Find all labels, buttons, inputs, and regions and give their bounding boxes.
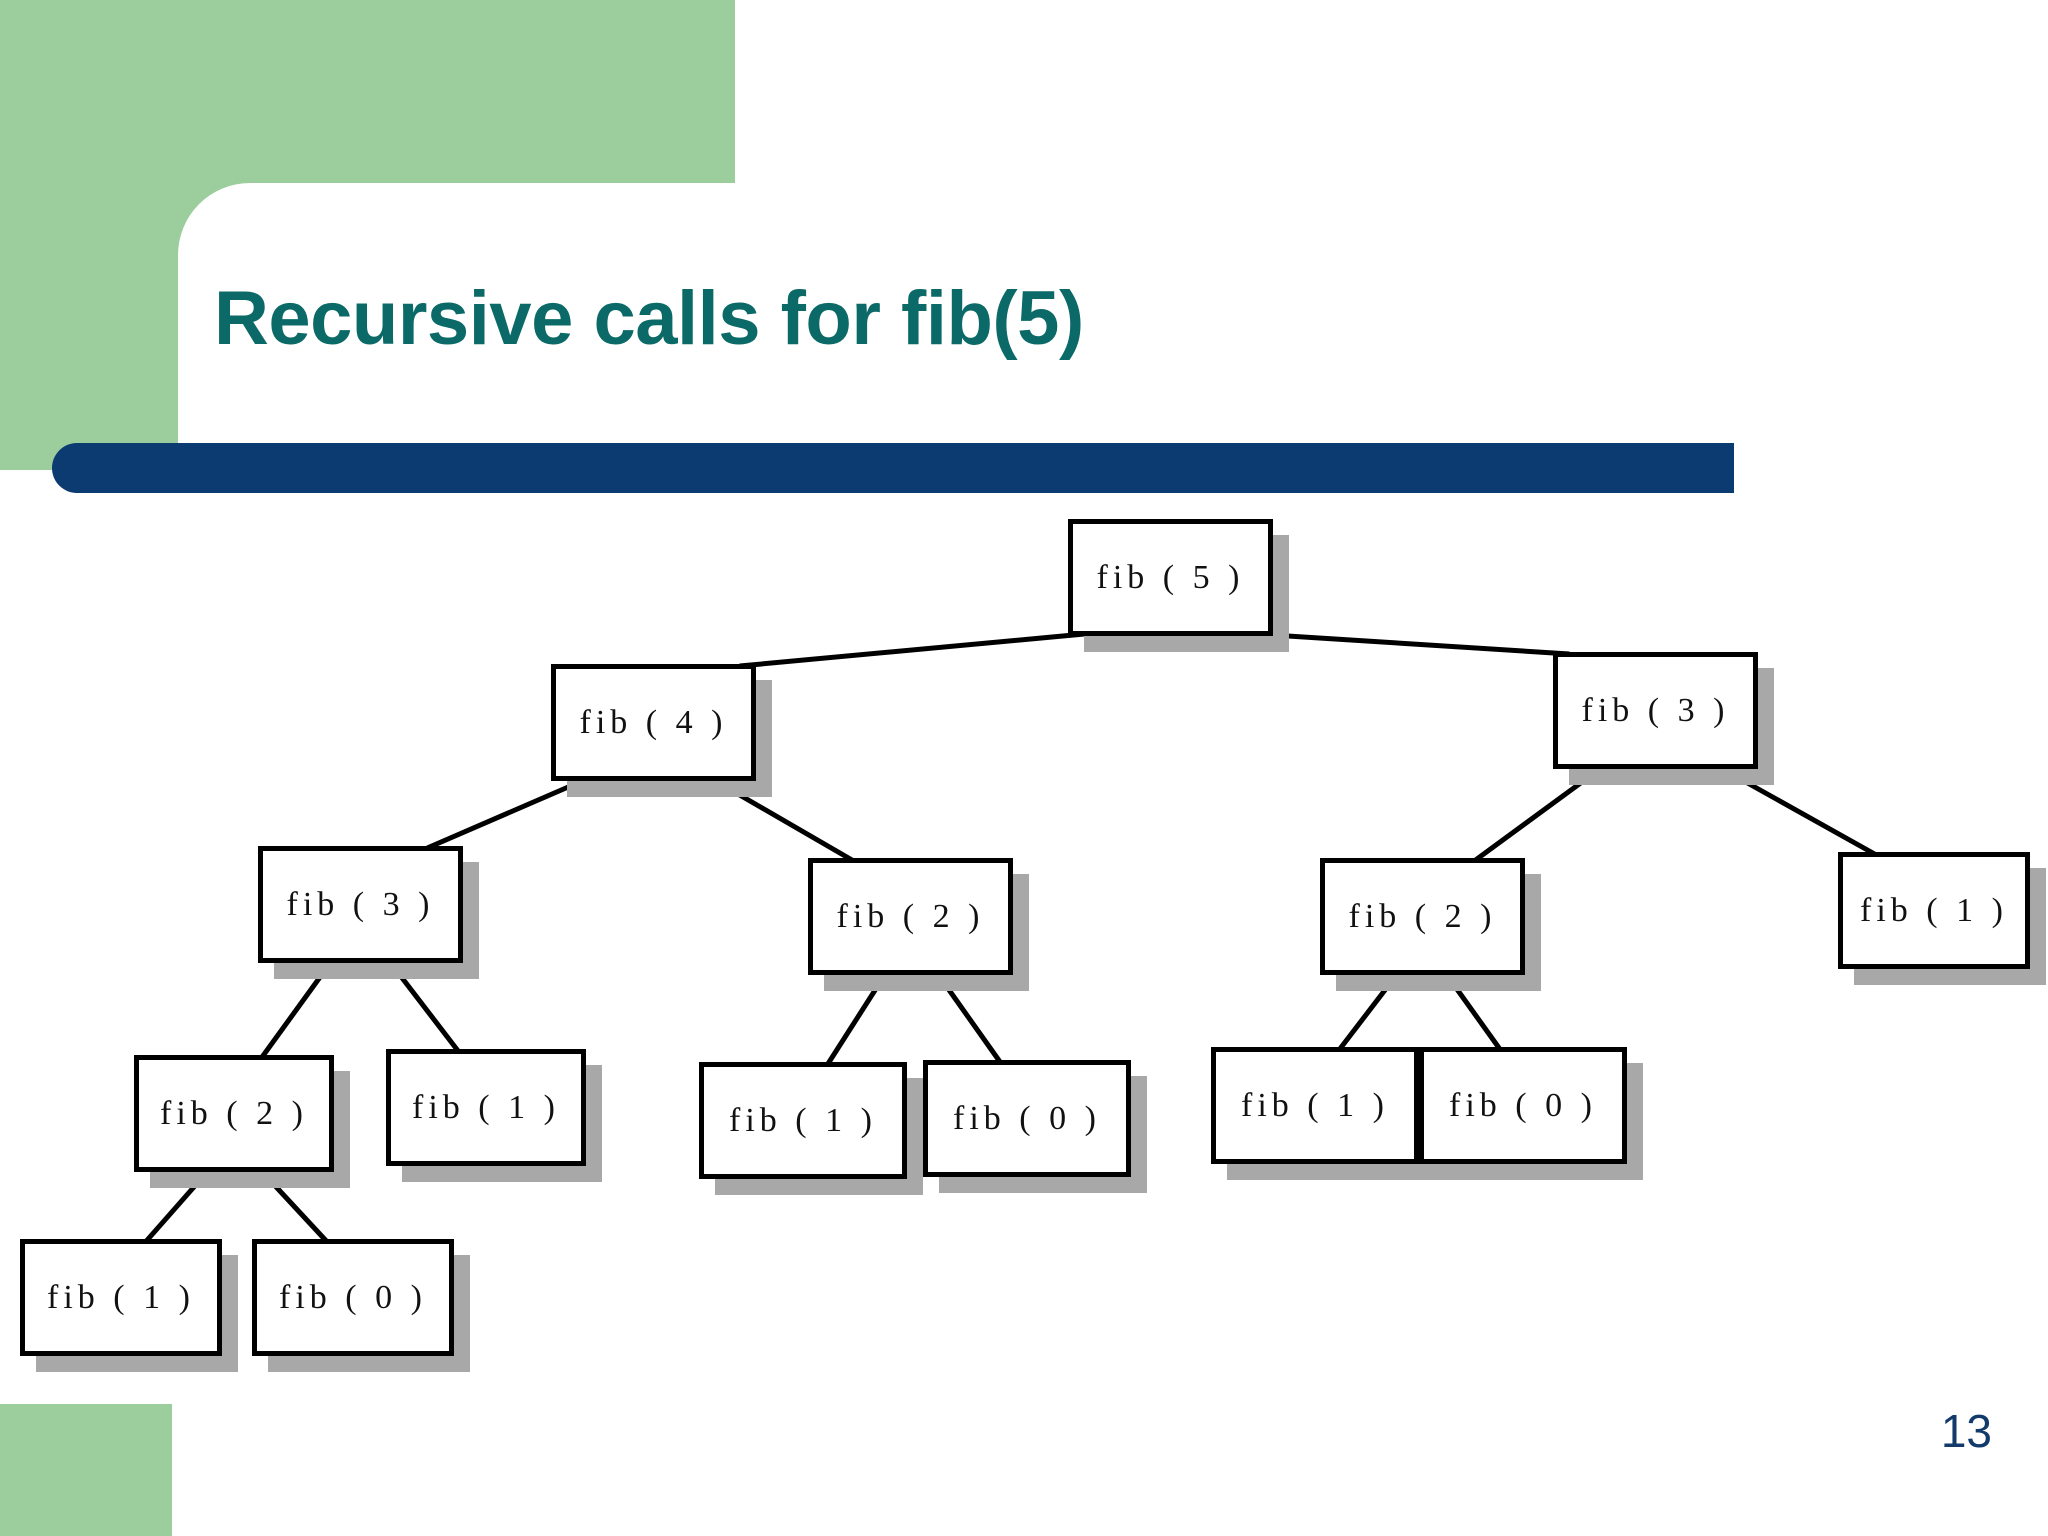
tree-node: fib ( 0 ) bbox=[923, 1060, 1131, 1177]
tree-node-label: fib ( 1 ) bbox=[1241, 1086, 1389, 1124]
tree-node-label: fib ( 1 ) bbox=[47, 1278, 195, 1316]
tree-edge bbox=[258, 1168, 329, 1243]
tree-edge bbox=[825, 971, 889, 1066]
tree-edge bbox=[1474, 764, 1604, 863]
tree-node-label: fib ( 2 ) bbox=[836, 897, 985, 935]
tree-node: fib ( 1 ) bbox=[1838, 852, 2030, 969]
page-number: 13 bbox=[1940, 1405, 1992, 1457]
green-accent-bottom-left bbox=[0, 1404, 172, 1536]
tree-node: fib ( 4 ) bbox=[551, 664, 756, 781]
tree-node: fib ( 1 ) bbox=[20, 1239, 222, 1356]
tree-edge bbox=[1337, 971, 1400, 1051]
tree-node: fib ( 2 ) bbox=[808, 858, 1013, 975]
tree-node-label: fib ( 0 ) bbox=[953, 1099, 1101, 1137]
tree-node: fib ( 0 ) bbox=[1419, 1047, 1627, 1164]
tree-edge bbox=[144, 1168, 211, 1243]
slide-title: Recursive calls for fib(5) bbox=[214, 276, 1084, 361]
tree-node-label: fib ( 5 ) bbox=[1096, 558, 1245, 596]
tree-node-label: fib ( 3 ) bbox=[286, 885, 435, 923]
tree-node: fib ( 3 ) bbox=[258, 846, 463, 963]
tree-node-label: fib ( 3 ) bbox=[1581, 691, 1730, 729]
tree-node-label: fib ( 0 ) bbox=[279, 1278, 427, 1316]
tree-node-label: fib ( 4 ) bbox=[579, 703, 728, 741]
tree-node: fib ( 1 ) bbox=[386, 1049, 586, 1166]
tree-node: fib ( 2 ) bbox=[1320, 858, 1525, 975]
tree-edge bbox=[1717, 764, 1876, 857]
tree-edge bbox=[710, 776, 854, 863]
tree-node-label: fib ( 1 ) bbox=[412, 1088, 560, 1126]
tree-edge bbox=[426, 776, 588, 851]
tree-node: fib ( 2 ) bbox=[134, 1055, 334, 1172]
tree-edge bbox=[387, 959, 461, 1053]
tree-node: fib ( 0 ) bbox=[252, 1239, 454, 1356]
tree-node-label: fib ( 2 ) bbox=[160, 1094, 308, 1132]
tree-node-label: fib ( 2 ) bbox=[1348, 897, 1497, 935]
tree-node: fib ( 1 ) bbox=[699, 1062, 907, 1179]
white-title-card bbox=[178, 183, 2048, 483]
navy-divider-bar bbox=[52, 443, 1734, 493]
tree-edge bbox=[260, 959, 334, 1059]
tree-node-label: fib ( 1 ) bbox=[1860, 891, 2008, 929]
tree-node: fib ( 1 ) bbox=[1211, 1047, 1419, 1164]
tree-edge bbox=[1443, 971, 1502, 1051]
tree-edge bbox=[1256, 631, 1570, 657]
tree-node-label: fib ( 0 ) bbox=[1449, 1086, 1597, 1124]
tree-node-label: fib ( 1 ) bbox=[729, 1101, 877, 1139]
tree-node: fib ( 5 ) bbox=[1068, 519, 1273, 636]
tree-edge bbox=[934, 971, 1003, 1064]
tree-node: fib ( 3 ) bbox=[1553, 652, 1758, 769]
tree-edge bbox=[739, 631, 1085, 669]
